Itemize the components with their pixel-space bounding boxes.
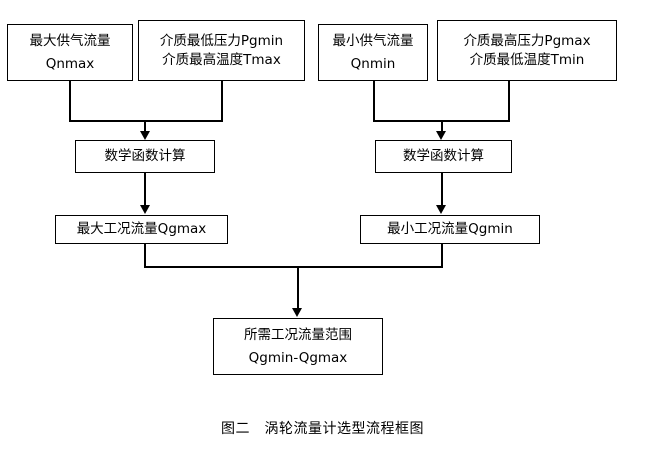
- node-label-line1: 介质最低压力Pgmin: [159, 33, 284, 50]
- node-label-line2: 介质最高温度Tmax: [162, 51, 281, 68]
- node-label-line1: 最大工况流量Qgmax: [76, 221, 207, 238]
- node-math-function-calc-right: 数学函数计算: [375, 140, 512, 173]
- connector-right-merge-down: [441, 120, 443, 133]
- connector-pgmax-down: [508, 81, 510, 122]
- node-label-line1: 所需工况流量范围: [244, 327, 352, 344]
- connector-qgmax-down: [144, 244, 146, 268]
- node-label-line2: Qnmin: [350, 55, 396, 72]
- node-max-supply-flow: 最大供气流量 Qnmax: [7, 24, 133, 81]
- node-min-working-flow: 最小工况流量Qgmin: [360, 215, 540, 244]
- node-label-line2: Qgmin-Qgmax: [248, 349, 348, 366]
- arrow-into-qgmin: [436, 205, 447, 214]
- node-label-line1: 数学函数计算: [403, 148, 484, 165]
- connector-qnmax-down: [69, 81, 71, 122]
- node-min-pressure-max-temp: 介质最低压力Pgmin 介质最高温度Tmax: [138, 20, 305, 81]
- figure-caption: 图二 涡轮流量计选型流程框图: [221, 421, 424, 437]
- node-math-function-calc-left: 数学函数计算: [75, 140, 215, 173]
- node-max-pressure-min-temp: 介质最高压力Pgmax 介质最低温度Tmin: [437, 20, 617, 81]
- arrow-into-calc-right: [436, 131, 447, 140]
- arrow-into-qgmax: [139, 205, 150, 214]
- connector-bottom-merge-bar: [144, 266, 443, 268]
- connector-qnmin-down: [373, 81, 375, 122]
- node-min-supply-flow: 最小供气流量 Qnmin: [318, 24, 428, 81]
- connector-bottom-merge-down: [297, 266, 299, 309]
- node-label-line1: 最小供气流量: [332, 33, 414, 50]
- node-label-line1: 数学函数计算: [104, 148, 186, 165]
- connector-left-merge-down: [144, 120, 146, 133]
- node-label-line1: 最大供气流量: [29, 33, 111, 50]
- node-max-working-flow: 最大工况流量Qgmax: [55, 215, 228, 244]
- node-label-line2: 介质最低温度Tmin: [469, 51, 585, 68]
- node-label-line1: 最小工况流量Qgmin: [387, 221, 513, 238]
- arrow-into-calc-left: [139, 131, 150, 140]
- connector-calcright-to-qgmin: [441, 173, 443, 206]
- arrow-into-result: [292, 308, 303, 317]
- connector-qgmin-down: [441, 244, 443, 268]
- connector-calcleft-to-qgmax: [144, 173, 146, 206]
- node-label-line2: Qnmax: [45, 55, 95, 72]
- connector-pgmin-down: [221, 81, 223, 122]
- node-required-flow-range: 所需工况流量范围 Qgmin-Qgmax: [213, 318, 383, 375]
- node-label-line1: 介质最高压力Pgmax: [463, 33, 591, 50]
